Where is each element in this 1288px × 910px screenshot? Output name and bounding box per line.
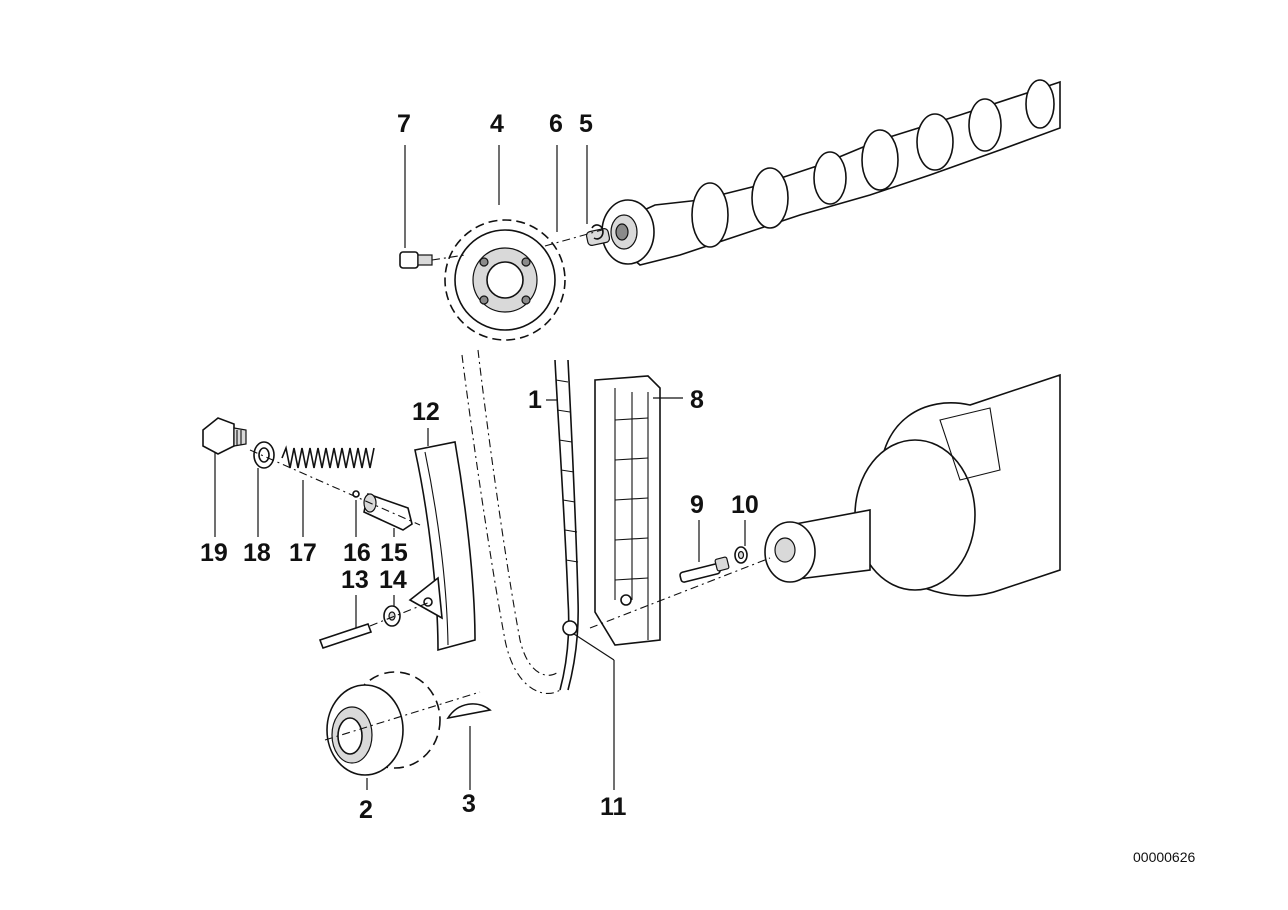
callout-11: 11	[600, 793, 627, 821]
callout-4: 4	[490, 110, 504, 138]
callout-14: 14	[379, 566, 407, 594]
callout-2: 2	[359, 796, 373, 824]
woodruff-key	[446, 703, 492, 720]
callout-18: 18	[243, 539, 271, 567]
callout-5: 5	[579, 110, 593, 138]
callout-13: 13	[341, 566, 369, 594]
tensioner-piston	[363, 492, 413, 531]
timing-chain	[461, 349, 579, 694]
guide-rail	[594, 375, 661, 646]
crankshaft	[764, 373, 1061, 597]
circlip	[591, 224, 604, 240]
callout-3: 3	[462, 790, 476, 818]
sprocket-bolt	[399, 251, 466, 269]
callout-6: 6	[549, 110, 563, 138]
guide-rail-bolt	[679, 556, 730, 583]
document-number: 00000626	[1133, 849, 1196, 865]
tensioner-plug	[202, 417, 247, 455]
callout-7: 7	[397, 110, 411, 138]
crankshaft-sprocket	[326, 671, 441, 776]
callout-1: 1	[528, 386, 542, 414]
leader-lines	[214, 145, 746, 790]
camshaft-sprocket	[444, 219, 566, 341]
washer-14	[383, 605, 401, 627]
washer-10	[734, 546, 748, 564]
callout-15: 15	[380, 539, 408, 567]
camshaft	[598, 79, 1061, 266]
callout-12: 12	[412, 398, 440, 426]
pin	[318, 622, 373, 650]
callout-16: 16	[343, 539, 371, 567]
sealing-ring	[253, 441, 275, 469]
callout-8: 8	[690, 386, 704, 414]
callout-19: 19	[200, 539, 228, 567]
compression-spring	[281, 445, 375, 469]
callout-9: 9	[690, 491, 704, 519]
callout-17: 17	[289, 539, 317, 567]
callout-10: 10	[731, 491, 759, 519]
tensioner-rail	[408, 441, 476, 652]
